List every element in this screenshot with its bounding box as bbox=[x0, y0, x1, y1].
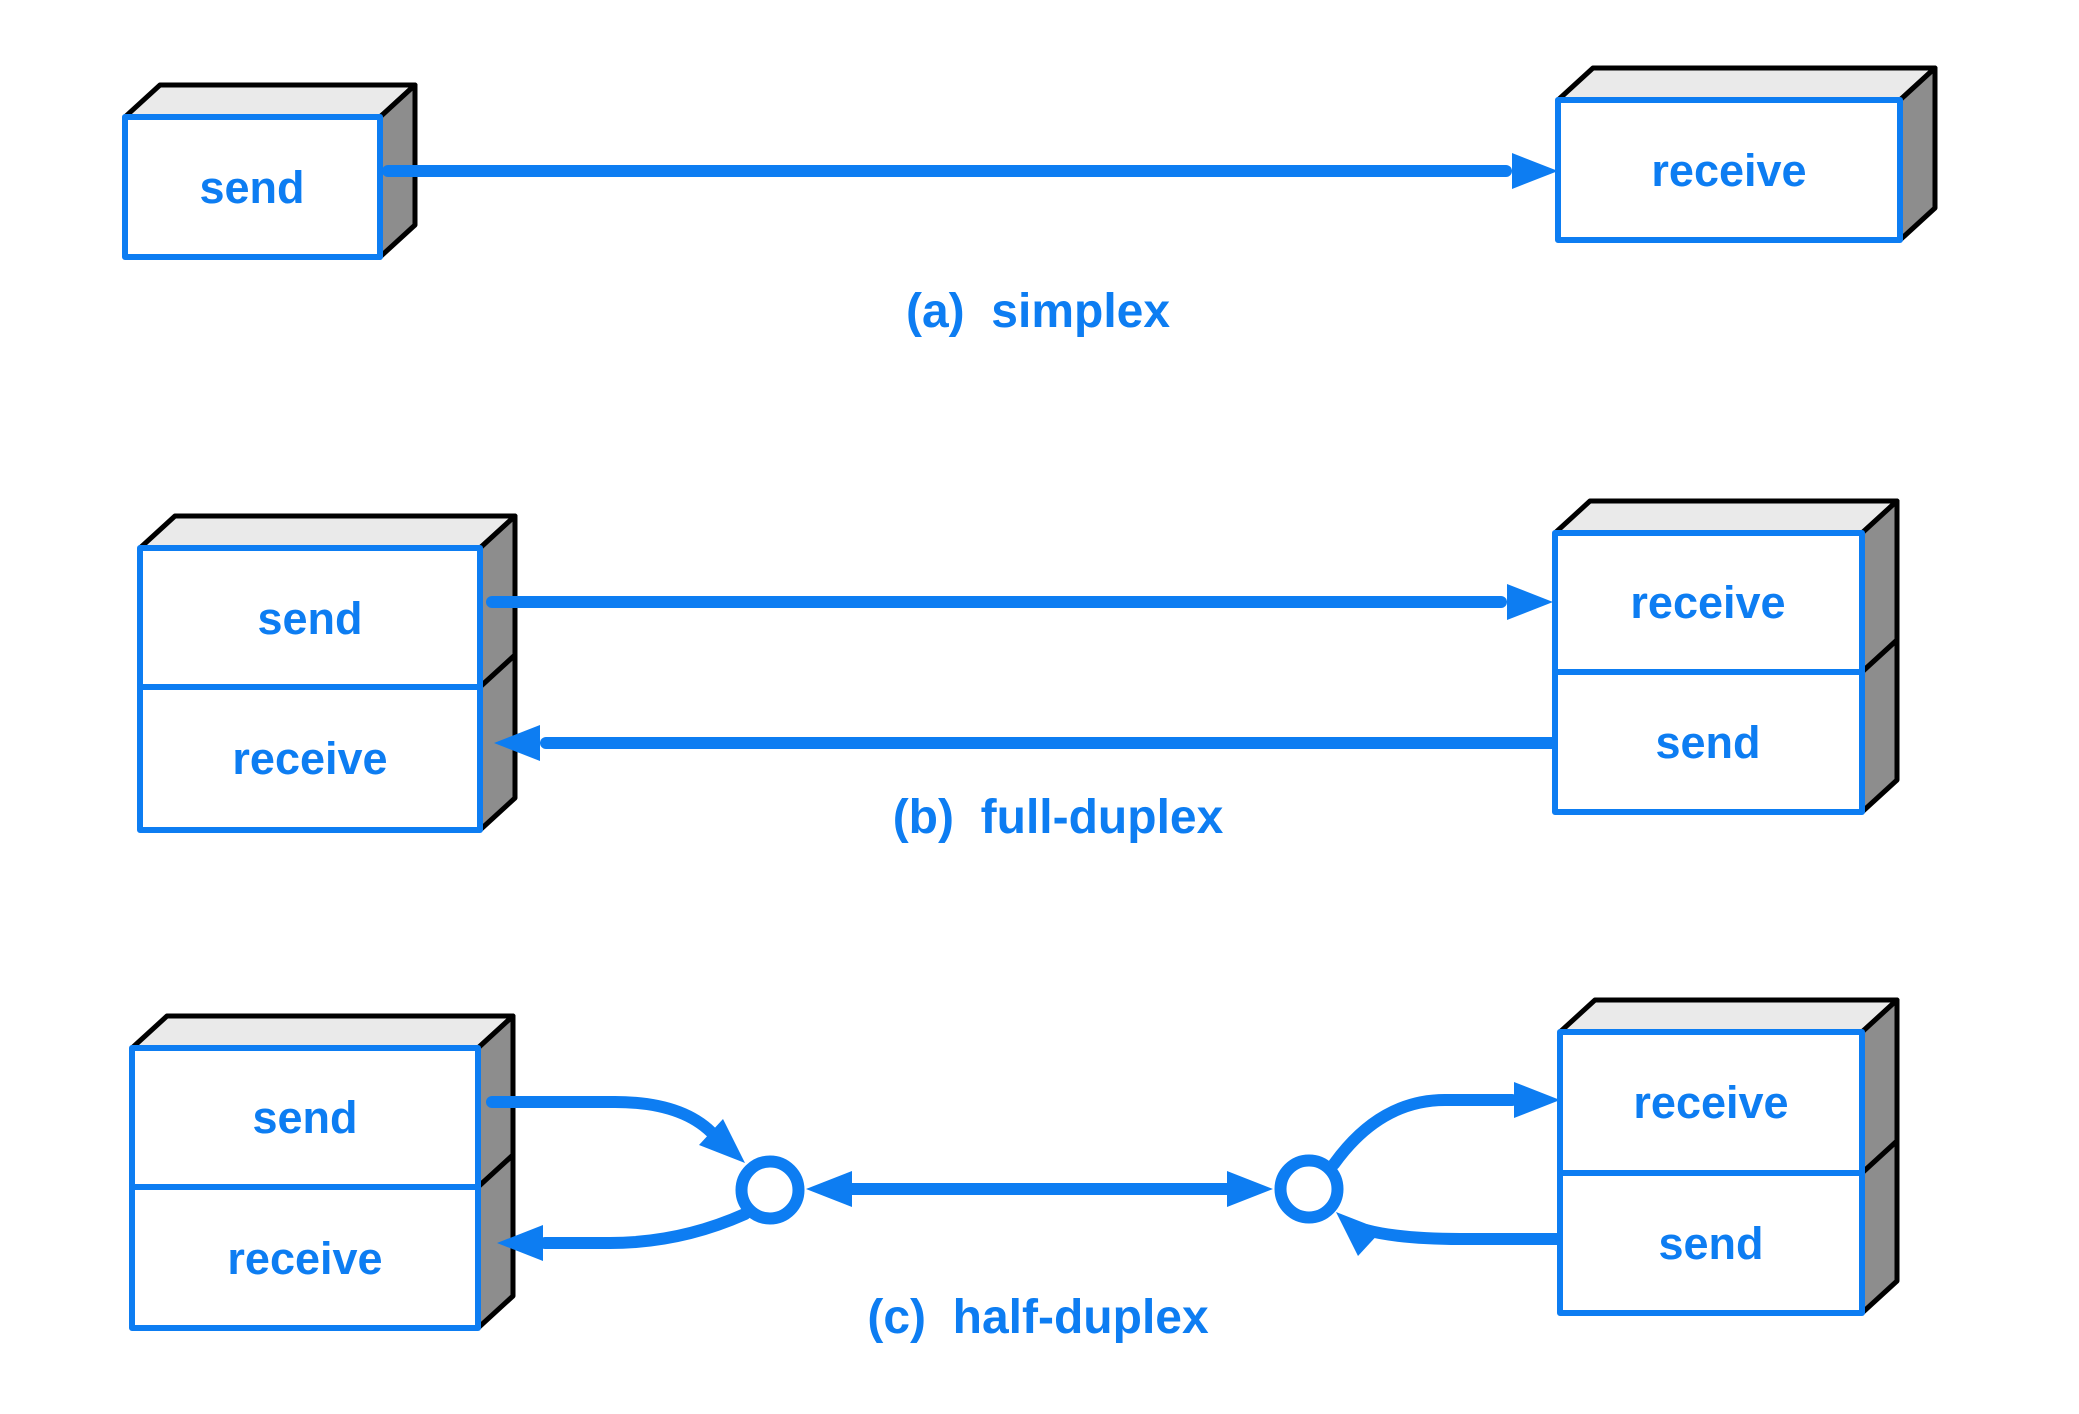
full-duplex-right-send-label: send bbox=[1655, 717, 1760, 768]
arrowhead-right bbox=[1507, 584, 1553, 620]
half-duplex-right-send-curve bbox=[1336, 1212, 1564, 1256]
simplex-send-label: send bbox=[199, 162, 304, 213]
right-junction-node bbox=[1274, 1154, 1344, 1224]
left-junction-node bbox=[735, 1155, 805, 1225]
box-top-face bbox=[122, 82, 418, 120]
box-top-face bbox=[1557, 997, 1900, 1035]
full-duplex-right-receive-label: receive bbox=[1630, 577, 1785, 628]
half-duplex-shared-channel-arrow bbox=[806, 1171, 1273, 1207]
half-duplex-caption: (c) half-duplex bbox=[867, 1291, 1209, 1344]
half-duplex-left-stack: send receive bbox=[129, 1013, 516, 1331]
arrowhead-left bbox=[494, 725, 540, 761]
box-front-face bbox=[1557, 1170, 1865, 1316]
half-duplex-left-send-curve bbox=[486, 1096, 745, 1163]
box-front-face bbox=[1552, 530, 1865, 675]
full-duplex-right-stack: receive send bbox=[1552, 498, 1900, 815]
simplex-receive-box: receive bbox=[1555, 65, 1938, 243]
arrow-shaft bbox=[539, 1208, 751, 1249]
simplex-arrow bbox=[382, 153, 1558, 189]
box-front-face bbox=[122, 114, 383, 260]
box-front-face bbox=[137, 684, 483, 833]
half-duplex-right-stack: receive send bbox=[1557, 997, 1900, 1316]
arrow-shaft bbox=[486, 1096, 717, 1138]
simplex-send-box: send bbox=[122, 82, 418, 260]
box-top-face bbox=[137, 513, 518, 551]
half-duplex-left-receive-curve bbox=[497, 1208, 751, 1261]
box-top-face bbox=[129, 1013, 516, 1051]
box-front-face bbox=[1552, 669, 1865, 815]
full-duplex-left-receive-label: receive bbox=[232, 733, 387, 784]
box-front-face bbox=[129, 1184, 481, 1331]
full-duplex-caption: (b) full-duplex bbox=[893, 791, 1224, 844]
box-side-face bbox=[1859, 637, 1900, 815]
full-duplex-arrow-forward bbox=[486, 584, 1553, 620]
box-front-face bbox=[129, 1045, 481, 1190]
box-front-face bbox=[1555, 97, 1903, 243]
half-duplex-right-receive-curve bbox=[1328, 1082, 1560, 1170]
arrowhead-down-right bbox=[699, 1119, 745, 1163]
full-duplex-left-send-label: send bbox=[257, 593, 362, 644]
arrow-shaft bbox=[1328, 1094, 1518, 1170]
box-top-face bbox=[1555, 65, 1938, 103]
arrowhead-left bbox=[497, 1225, 543, 1261]
section-full-duplex: send receive receive send (b) full-duple… bbox=[137, 498, 1900, 844]
arrowhead-up-left bbox=[1336, 1212, 1382, 1256]
full-duplex-arrow-backward bbox=[494, 725, 1563, 761]
section-half-duplex: send receive bbox=[129, 997, 1900, 1344]
box-top-face bbox=[1552, 498, 1900, 536]
half-duplex-left-send-label: send bbox=[252, 1092, 357, 1143]
simplex-caption: (a) simplex bbox=[906, 285, 1170, 338]
box-side-face bbox=[1897, 65, 1938, 243]
half-duplex-right-receive-label: receive bbox=[1633, 1077, 1788, 1128]
arrowhead-left bbox=[806, 1171, 852, 1207]
section-simplex: send receive (a) simplex bbox=[122, 65, 1938, 338]
arrowhead-right bbox=[1227, 1171, 1273, 1207]
arrowhead-right bbox=[1514, 1082, 1560, 1118]
simplex-receive-label: receive bbox=[1651, 145, 1806, 196]
half-duplex-right-send-label: send bbox=[1658, 1218, 1763, 1269]
box-side-face bbox=[1859, 1138, 1900, 1316]
half-duplex-left-receive-label: receive bbox=[227, 1233, 382, 1284]
full-duplex-left-stack: send receive bbox=[137, 513, 518, 833]
arrow-shaft bbox=[1360, 1224, 1564, 1245]
arrowhead-right bbox=[1512, 153, 1558, 189]
